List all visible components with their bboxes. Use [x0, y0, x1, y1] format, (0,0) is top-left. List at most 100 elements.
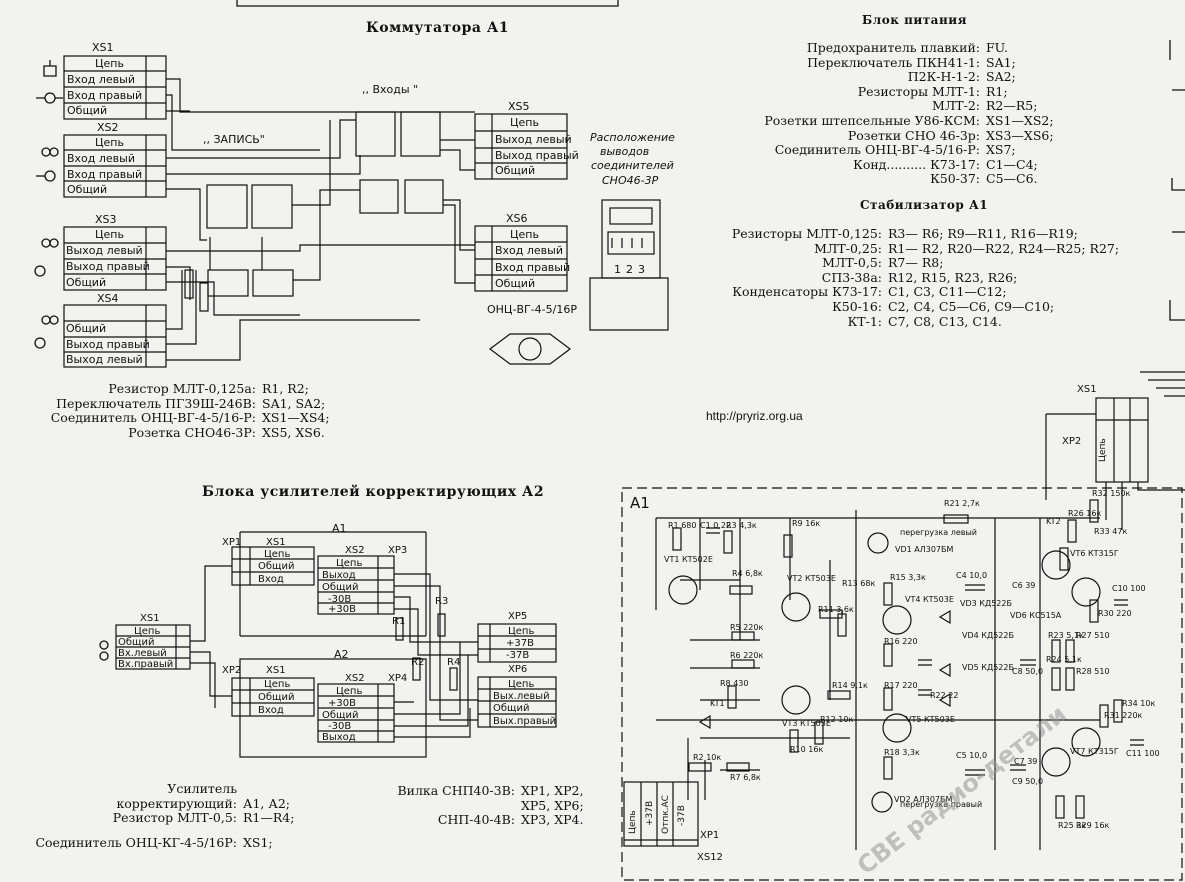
component-r2: R2 10к [693, 753, 722, 762]
xs6-label: XS6 [506, 212, 528, 225]
r1-resistor [184, 269, 194, 299]
xp2-xs1-table [231, 677, 315, 717]
sa2-3-box [400, 111, 441, 157]
component-vt2: VT2 КТ503Е [787, 574, 836, 583]
pin-1: 1 [614, 263, 621, 276]
amp-a1-chain2: Цепь [336, 558, 363, 569]
xs5-chain: Цепь [510, 116, 539, 129]
switch-spec: Резистор МЛТ-0,125а:R1, R2; Переключател… [50, 381, 330, 440]
component-c10: C10 100 [1112, 584, 1146, 593]
component-r12: R12 10к [820, 715, 854, 724]
stab-xp2: XP2 [1062, 436, 1082, 447]
stab-spec: Резисторы МЛТ-0,125:R3— R6; R9—R11, R16—… [731, 226, 1120, 329]
xp1-xs12-connector [623, 781, 699, 847]
stab-title: Стабилизатор А1 [860, 198, 989, 212]
power-title: Блок питания [862, 13, 968, 27]
overload-right: перегрузка правый [900, 800, 983, 809]
pinout-line-4: СНО46-3Р [602, 174, 659, 187]
power-spec: Предохранитель плавкий:FU. Переключатель… [764, 40, 1054, 187]
amp-a1-output: Выход [322, 570, 356, 581]
sa2-1-box [355, 111, 396, 157]
a2-xs2-table [317, 683, 395, 743]
xs6-chain: Цепь [510, 228, 539, 241]
xs4-common: Общий [66, 322, 107, 335]
amp-a1-common: Общий [258, 561, 295, 572]
amp-a2-input: Вход [258, 705, 284, 716]
amp-a2-common2: Общий [322, 710, 359, 721]
amp-a1-common2: Общий [322, 582, 359, 593]
pinout-line-1: Расположение [590, 131, 675, 144]
component-c4: C4 10,0 [956, 571, 988, 580]
amp-main-chain: Цепь [134, 626, 161, 637]
amp-a2-m30: -30В [328, 721, 352, 732]
amp-xp4: XP4 [388, 673, 408, 684]
amp-a1-chain: Цепь [264, 549, 291, 560]
component-r15: R15 3,3к [890, 573, 926, 582]
component-vt3: VT3 КТ503Е [782, 719, 831, 728]
component-r28: R28 510 [1076, 667, 1110, 676]
amp-r4-label: R4 [447, 657, 461, 668]
amp-schematic [115, 531, 557, 758]
amp-xp6-chain: Цепь [508, 679, 535, 690]
amp-a2-chain2: Цепь [336, 686, 363, 697]
xs5-out-right: Выход правый [495, 149, 579, 162]
component-vd6: VD6 КС515А [1010, 611, 1062, 620]
amp-a2-label: А2 [334, 648, 349, 661]
xs4-table [63, 304, 167, 368]
xs3-out-right: Выход правый [66, 260, 150, 273]
component-r5: R5 220к [730, 623, 764, 632]
stab-xp1-out: Отпк.АС [661, 795, 671, 834]
amp-xp5-chain: Цепь [508, 626, 535, 637]
component-r1: R1 680 [668, 521, 697, 530]
xs4-label: XS4 [97, 292, 119, 305]
component-vd2: VD2 АЛ307БМ [894, 795, 953, 804]
right-frame-fragment [1169, 40, 1185, 321]
sa2-4-box [404, 179, 444, 214]
a1-xs2-table [317, 555, 395, 615]
amp-a2-output: Выход [322, 732, 356, 743]
amp-xs2-b: XS2 [345, 673, 365, 684]
component-r6: R6 220к [730, 651, 764, 660]
amp-xp5: XP5 [508, 611, 528, 622]
round-connector-drawing [489, 333, 571, 365]
amp-xp5-m37: -37В [506, 650, 530, 661]
source-url[interactable]: http://pryriz.org.ua [706, 409, 803, 423]
component-vd5: VD5 КД522Б [962, 663, 1014, 672]
xs2-in-right: Вход правый [67, 168, 143, 181]
xs5-table [474, 113, 568, 180]
overload-left: перегрузка левый [900, 528, 977, 537]
a2-box [239, 658, 427, 758]
amp-main-in-right: Вх.правый [118, 659, 174, 670]
amp-title: Блока усилителей корректирующих А2 [202, 484, 545, 500]
xs2-label: XS2 [97, 121, 119, 134]
record-label: ,, ЗАПИСЬ" [203, 133, 265, 146]
component-r13: R13 68к [842, 579, 876, 588]
component-r14: R14 9,1к [832, 681, 868, 690]
xs2-in-left: Вход левый [67, 152, 136, 165]
component-kt2: KT2 [1046, 517, 1061, 526]
component-r17: R17 220 [884, 681, 918, 690]
amp-xp1: XP1 [222, 537, 242, 548]
component-r27: R27 510 [1076, 631, 1110, 640]
component-c9: C9 50,0 [1012, 777, 1044, 786]
pinout-line-2: выводов [600, 145, 650, 158]
stab-schematic [621, 371, 1185, 881]
component-r3: R3 4,3к [726, 521, 757, 530]
component-c7: C7 39 [1014, 757, 1038, 766]
plug-spec: Вилка СНП40-3В:XP1, XP2, XP5, XP6; СНП-4… [397, 783, 584, 828]
component-vt5: VT5 КТ503Е [906, 715, 955, 724]
xs3-label: XS3 [95, 213, 117, 226]
component-r23: R23 5,1к [1048, 631, 1084, 640]
amp-xp2: XP2 [222, 665, 242, 676]
pinout-line-3: соединителей [591, 159, 674, 172]
xp5-table [477, 623, 557, 663]
component-r7: R7 6,8к [730, 773, 761, 782]
xs6-common: Общий [495, 277, 536, 290]
amp-a1-input: Вход [258, 574, 284, 585]
amp-r4 [449, 667, 458, 691]
amp-r3 [437, 613, 446, 637]
component-r18: R18 3,3к [884, 748, 920, 757]
xs4-out-left: Выход левый [66, 353, 143, 366]
component-vd4: VD4 КД522Б [962, 631, 1014, 640]
amp-r1-label: R1 [392, 616, 406, 627]
